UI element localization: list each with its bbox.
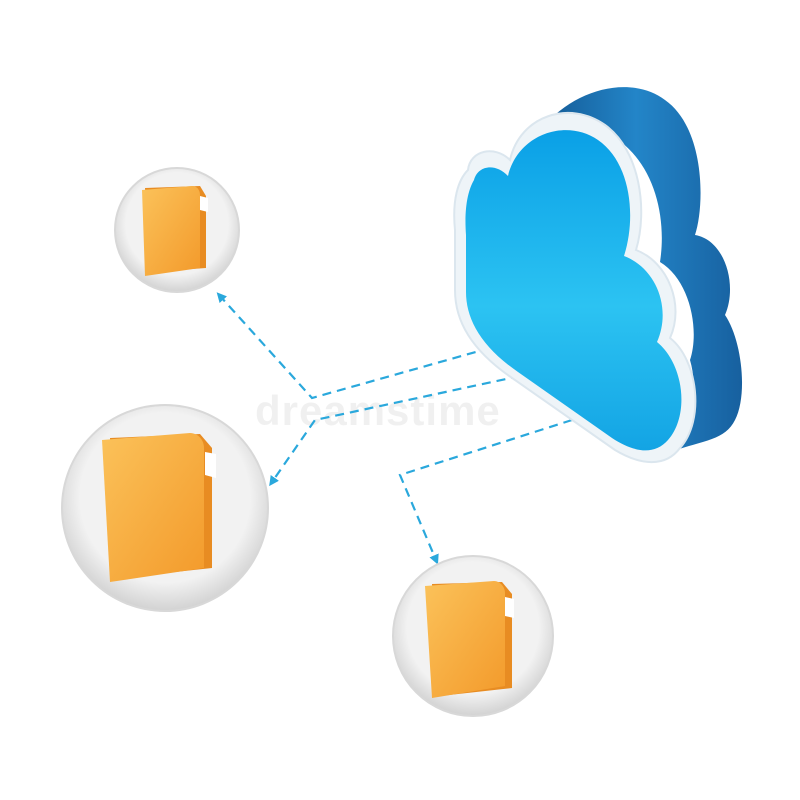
folder-bottom-node <box>392 555 554 717</box>
connection-arrows <box>216 292 573 565</box>
folder-icon <box>102 433 216 582</box>
cloud-front <box>465 130 682 451</box>
folder-icon <box>142 186 208 276</box>
arrow-to-folder-top <box>216 292 491 400</box>
cloud-side <box>530 87 743 462</box>
watermark-text: dreamstime <box>255 387 501 434</box>
cloud-icon <box>453 87 743 464</box>
folder-icon <box>425 581 514 698</box>
arrow-to-folder-bottom <box>398 418 573 565</box>
arrow-to-folder-left <box>269 374 521 487</box>
folder-top-node <box>114 167 240 293</box>
folder-left-node <box>61 404 269 612</box>
